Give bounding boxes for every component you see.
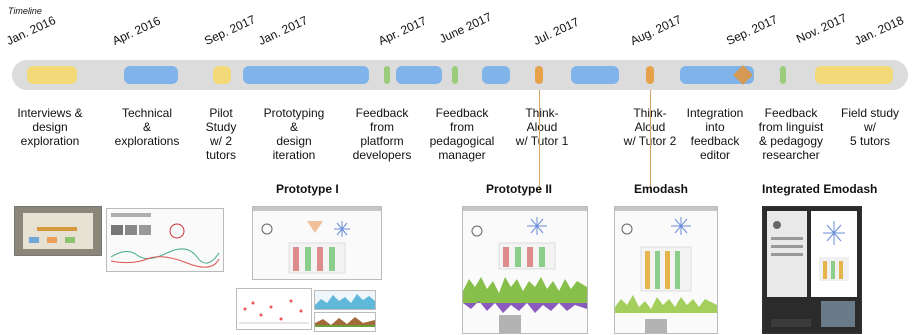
date-sep-2017-b: Sep. 2017 — [724, 12, 780, 49]
segment-field-study — [815, 66, 893, 84]
segment-interviews — [27, 66, 77, 84]
date-jan-2017: Jan. 2017 — [256, 13, 310, 48]
phase-integration: Integration into feedback editor — [686, 106, 744, 162]
date-apr-2016: Apr. 2016 — [110, 13, 163, 48]
phase-think-aloud-1: Think- Aloud w/ Tutor 1 — [515, 106, 569, 148]
prototype-1-stacked-thumbnail — [314, 312, 376, 332]
phase-feedback-platform: Feedback from platform developers — [352, 106, 412, 162]
phase-feedback-pedagogical: Feedback from pedagogical manager — [429, 106, 495, 162]
segment-june-jul — [482, 66, 510, 84]
date-jul-2017: Jul. 2017 — [531, 14, 582, 49]
figure-title: Timeline — [8, 6, 42, 16]
segment-prototyping — [243, 66, 369, 84]
heading-integrated-emodash: Integrated Emodash — [762, 182, 878, 196]
prototype-1-thumbnail — [252, 206, 382, 280]
phase-feedback-linguist: Feedback from linguist & pedagogy resear… — [758, 106, 824, 162]
early-dashboard-thumbnail — [106, 208, 224, 272]
segment-feedback-pedagogical — [452, 66, 458, 84]
phase-field-study: Field study w/ 5 tutors — [840, 106, 900, 148]
heading-emodash: Emodash — [634, 182, 689, 196]
date-jan-2018: Jan. 2018 — [852, 13, 906, 48]
connector-think-aloud-2 — [650, 90, 651, 192]
prototype-2-thumbnail — [462, 206, 588, 334]
date-june-2017: June 2017 — [437, 9, 494, 47]
date-jan-2016: Jan. 2016 — [4, 13, 58, 48]
phase-technical: Technical & explorations — [114, 106, 180, 148]
phase-prototyping: Prototyping & design iteration — [263, 106, 325, 162]
date-apr-2017: Apr. 2017 — [376, 13, 429, 48]
date-aug-2017: Aug. 2017 — [628, 12, 684, 49]
segment-apr-june — [396, 66, 442, 84]
integrated-emodash-thumbnail — [762, 206, 862, 334]
segment-technical — [124, 66, 178, 84]
heading-prototype-2: Prototype II — [486, 182, 553, 196]
date-nov-2017: Nov. 2017 — [794, 10, 849, 46]
prototype-1-area-thumbnail — [314, 290, 376, 310]
date-sep-2017-a: Sep. 2017 — [202, 12, 258, 49]
connector-think-aloud-1 — [539, 90, 540, 192]
segment-pilot — [213, 66, 231, 84]
phase-think-aloud-2: Think- Aloud w/ Tutor 2 — [623, 106, 677, 148]
segment-feedback-linguist — [780, 66, 786, 84]
photo-sketch-thumbnail — [14, 206, 102, 256]
segment-jul-aug — [571, 66, 619, 84]
phase-interviews: Interviews & design exploration — [17, 106, 83, 148]
segment-feedback-platform — [384, 66, 390, 84]
segment-think-aloud-1 — [535, 66, 543, 84]
segment-think-aloud-2 — [646, 66, 654, 84]
phase-pilot: Pilot Study w/ 2 tutors — [205, 106, 237, 162]
emodash-thumbnail — [614, 206, 718, 334]
heading-prototype-1: Prototype I — [276, 182, 339, 196]
segment-integration — [680, 66, 754, 84]
prototype-1-scatter-thumbnail — [236, 288, 312, 330]
